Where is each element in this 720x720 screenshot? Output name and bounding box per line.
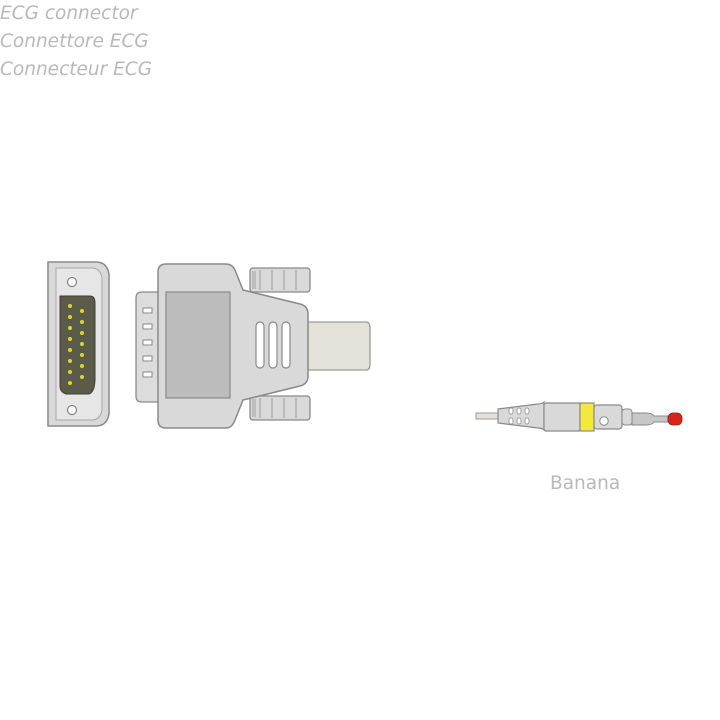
ecg-connector-caption: ECG connector Connettore ECG Connecteur … [0,0,720,84]
db15-female-socket-icon [47,261,110,427]
banana-lead-icon [475,400,683,432]
socket-pins [68,304,84,385]
db15-plug-cable-icon [135,263,371,429]
banana-label: Banana [550,473,621,494]
ecg-connector-label-fr: Connecteur ECG [0,59,153,80]
ecg-connector-label-en: ECG connector [0,3,138,24]
ecg-connector-label-it: Connettore ECG [0,31,149,52]
